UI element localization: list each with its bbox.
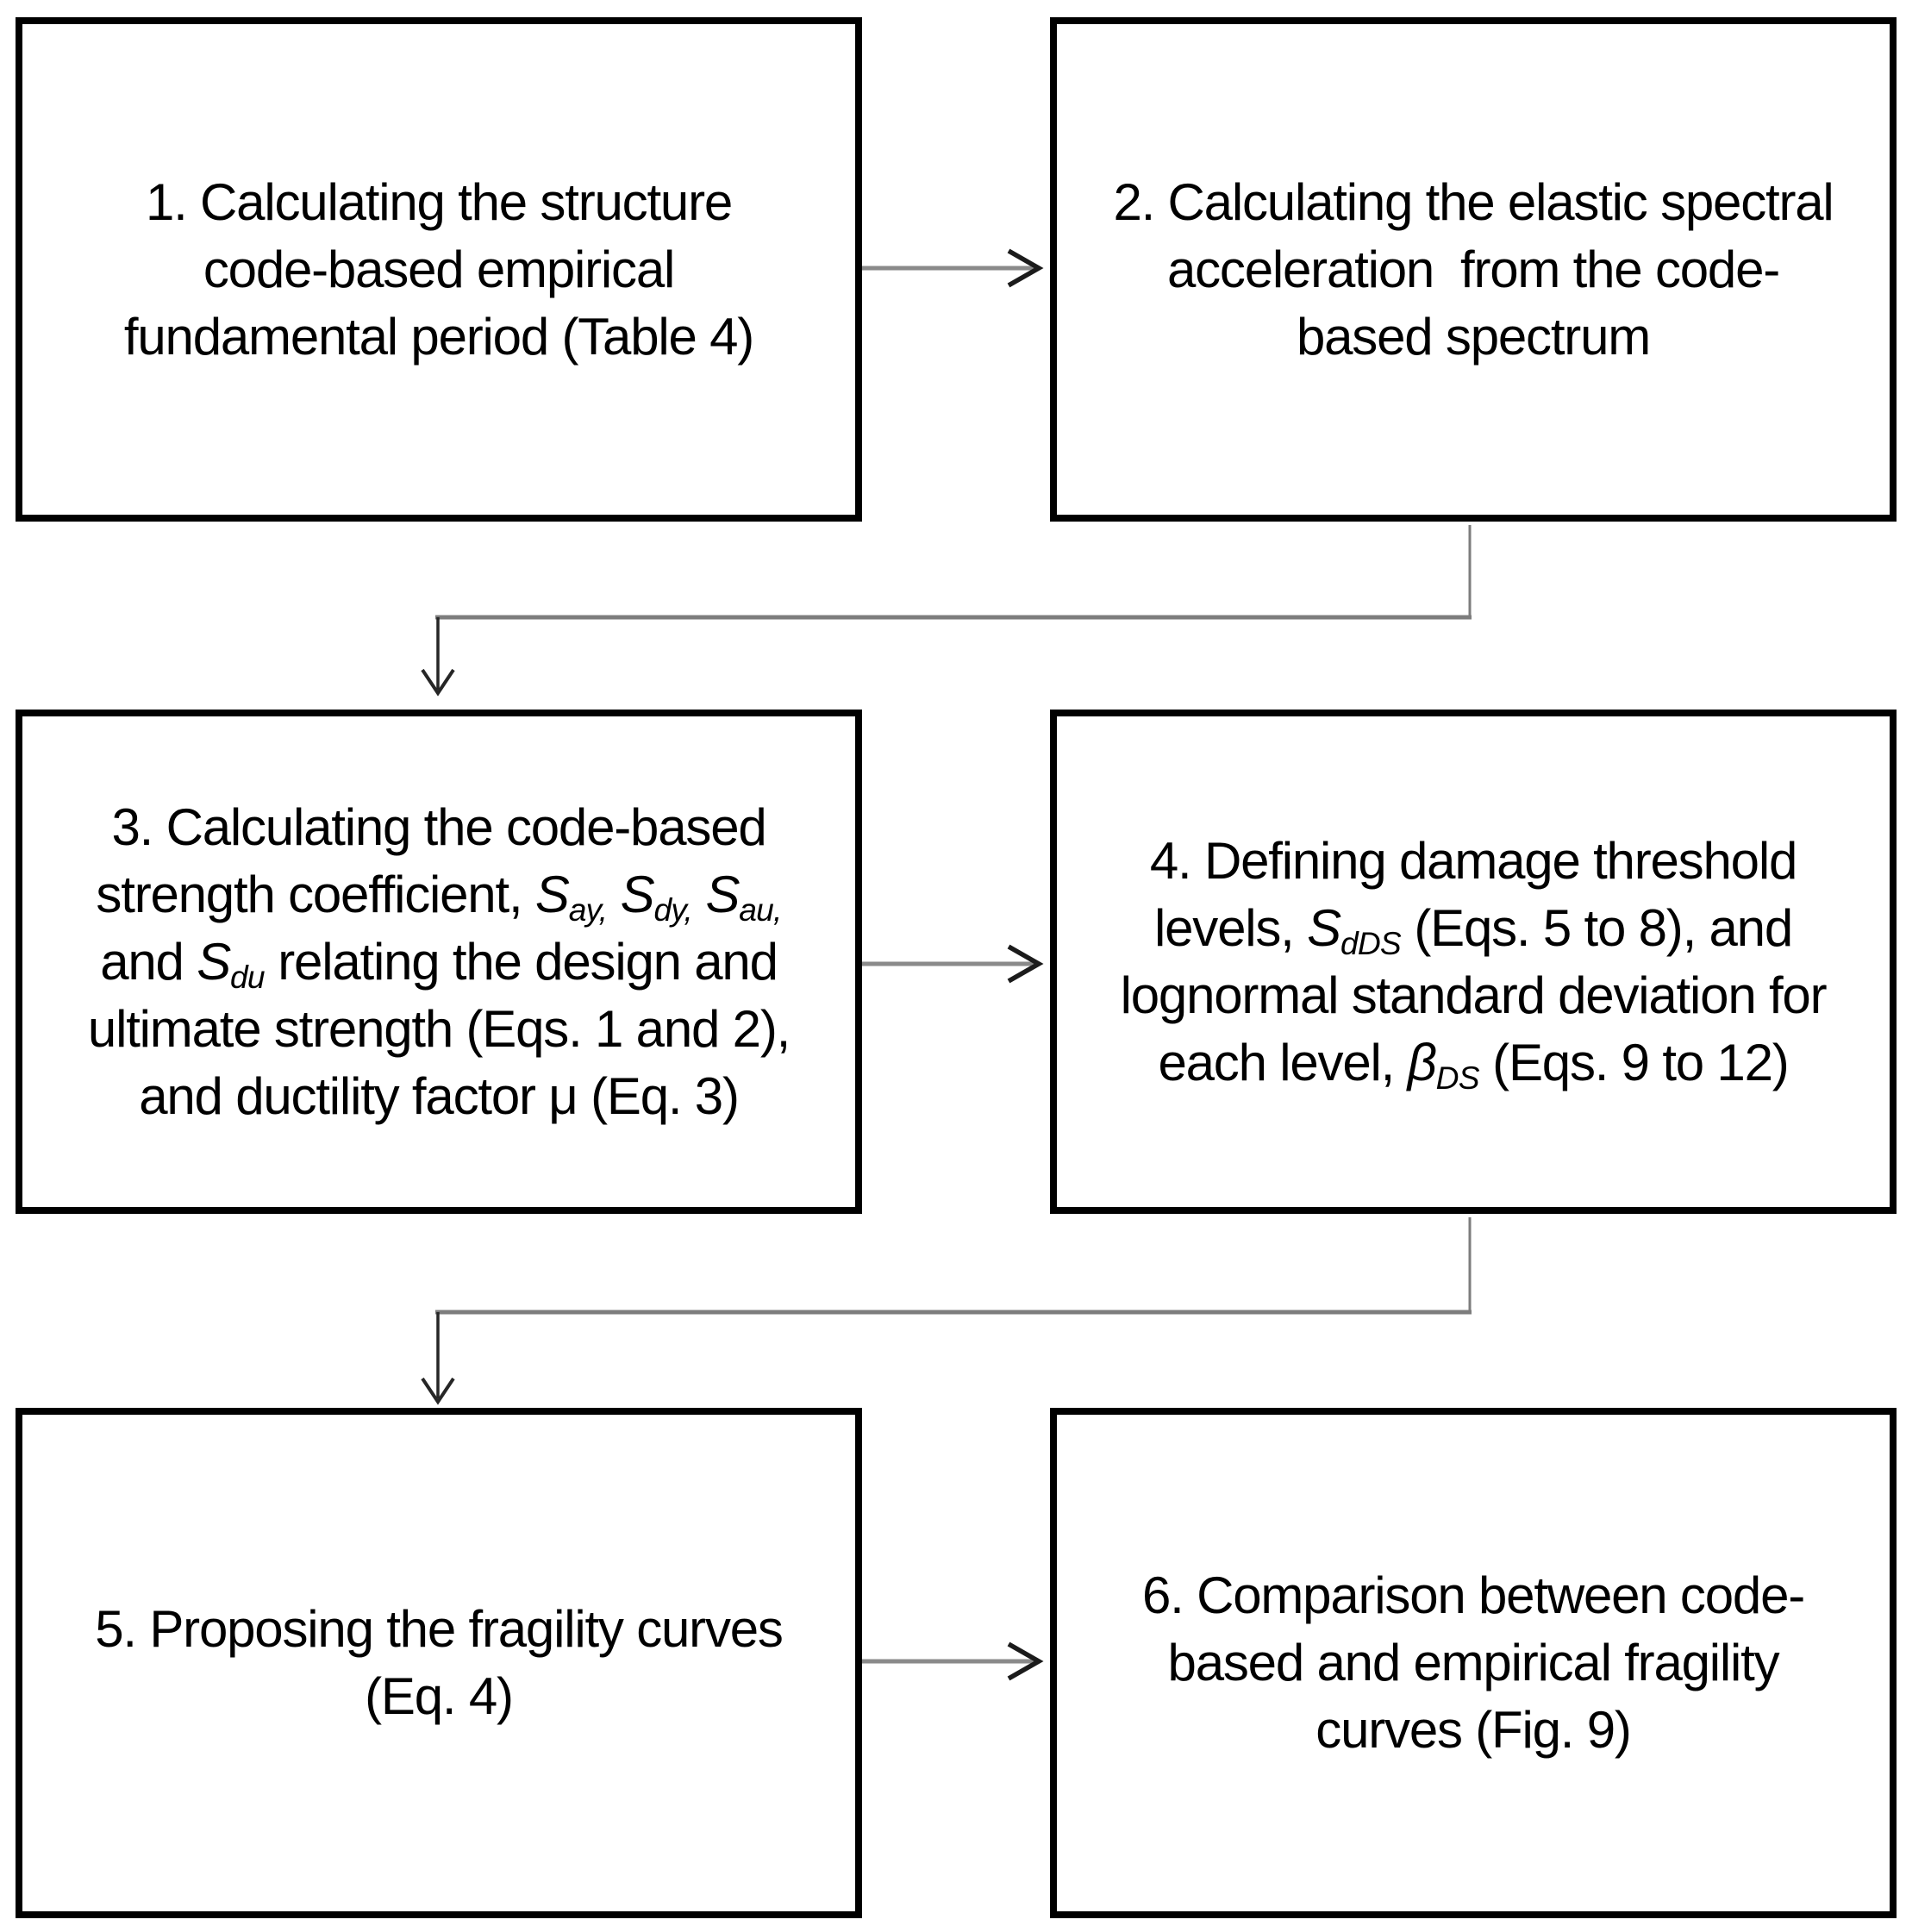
text-segment: 6. Comparison between code- <box>1141 1566 1805 1624</box>
text-line: based and empirical fragility <box>1057 1629 1890 1697</box>
text-segment: 1. Calculating the structure <box>145 172 733 231</box>
connector-step4-step5 <box>421 1217 1472 1405</box>
text-line: (Eq. 4) <box>22 1663 855 1730</box>
subscript-text: dDS <box>1340 924 1402 961</box>
subscript-text: du <box>230 958 266 995</box>
arrow-head-icon <box>1007 1641 1044 1681</box>
text-segment <box>607 866 620 923</box>
text-segment: β <box>1407 1033 1437 1091</box>
arrow-step1-step2 <box>862 248 1044 288</box>
text-segment: curves (Fig. 9) <box>1315 1701 1632 1759</box>
flow-step-1: 1. Calculating the structure code-based e… <box>16 17 862 522</box>
subscript-text: dy, <box>653 891 693 928</box>
text-line: 2. Calculating the elastic spectral <box>1057 169 1890 236</box>
text-segment: acceleration from the code- <box>1166 240 1780 298</box>
text-segment: S <box>534 865 570 923</box>
connector-step2-step3 <box>421 525 1472 697</box>
text-line: and Sdu relating the design and <box>22 928 855 996</box>
text-line: fundamental period (Table 4) <box>22 303 855 371</box>
flow-step-6-text: 6. Comparison between code-based and emp… <box>1057 1562 1890 1764</box>
text-segment: 2. Calculating the elastic spectral <box>1113 172 1834 231</box>
text-segment: 3. Calculating the code-based <box>111 797 766 856</box>
flow-step-2-text: 2. Calculating the elastic spectral accel… <box>1057 169 1890 371</box>
subscript-text: ay, <box>568 891 608 928</box>
text-line: and ductility factor μ (Eq. 3) <box>22 1063 855 1130</box>
subscript-text: DS <box>1435 1059 1480 1096</box>
flow-step-5: 5. Proposing the fragility curves (Eq. 4) <box>16 1408 862 1918</box>
text-segment: code-based empirical <box>203 240 675 298</box>
text-segment: S <box>705 865 740 923</box>
arrow-head-down-icon <box>421 1377 455 1405</box>
text-segment: and <box>100 932 197 991</box>
text-segment: S <box>620 865 655 923</box>
text-segment: each level, <box>1158 1033 1408 1091</box>
text-segment: lognormal standard deviation for <box>1120 966 1828 1024</box>
text-line: curves (Fig. 9) <box>1057 1697 1890 1764</box>
text-segment: based and empirical fragility <box>1167 1634 1780 1691</box>
text-line: based spectrum <box>1057 303 1890 371</box>
text-line: 6. Comparison between code- <box>1057 1562 1890 1629</box>
text-line: 5. Proposing the fragility curves <box>22 1596 855 1663</box>
arrow-head-icon <box>1007 248 1044 288</box>
text-line: 1. Calculating the structure <box>22 169 855 236</box>
text-segment: S <box>1307 898 1341 957</box>
text-segment <box>692 866 705 923</box>
text-line: 4. Defining damage threshold <box>1057 828 1890 895</box>
text-segment: (Eq. 4) <box>365 1667 514 1725</box>
flow-step-6: 6. Comparison between code-based and emp… <box>1050 1408 1897 1918</box>
text-segment: (Eqs. 5 to 8), and <box>1400 898 1793 957</box>
flow-step-5-text: 5. Proposing the fragility curves (Eq. 4) <box>22 1596 855 1730</box>
text-segment: strength coefficient, <box>96 865 535 923</box>
text-segment: 5. Proposing the fragility curves <box>95 1600 784 1658</box>
text-segment: levels, <box>1153 898 1308 957</box>
text-segment: (Eqs. 9 to 12) <box>1478 1033 1790 1091</box>
flow-step-1-text: 1. Calculating the structure code-based e… <box>22 169 855 371</box>
text-line: code-based empirical <box>22 236 855 303</box>
text-segment: relating the design and <box>264 932 778 991</box>
arrow-step5-step6 <box>862 1641 1044 1681</box>
subscript-text: au, <box>739 891 782 928</box>
text-line: acceleration from the code- <box>1057 236 1890 303</box>
arrow-head-down-icon <box>421 668 455 697</box>
text-line: lognormal standard deviation for <box>1057 962 1890 1029</box>
text-segment: ultimate strength (Eqs. 1 and 2), <box>87 999 791 1058</box>
text-line: strength coefficient, Say, Sdy, Sau, <box>22 861 855 928</box>
text-line: 3. Calculating the code-based <box>22 794 855 861</box>
text-segment: fundamental period (Table 4) <box>123 307 754 366</box>
text-segment: and ductility factor μ (Eq. 3) <box>139 1066 740 1125</box>
arrow-step3-step4 <box>862 944 1044 984</box>
text-line: levels, SdDS (Eqs. 5 to 8), and <box>1057 895 1890 962</box>
text-segment: S <box>197 932 231 991</box>
text-line: ultimate strength (Eqs. 1 and 2), <box>22 996 855 1063</box>
text-line: each level, βDS (Eqs. 9 to 12) <box>1057 1029 1890 1097</box>
text-segment: based spectrum <box>1296 307 1651 366</box>
text-segment: 4. Defining damage threshold <box>1149 831 1797 890</box>
arrow-head-icon <box>1007 944 1044 984</box>
flow-step-2: 2. Calculating the elastic spectral accel… <box>1050 17 1897 522</box>
